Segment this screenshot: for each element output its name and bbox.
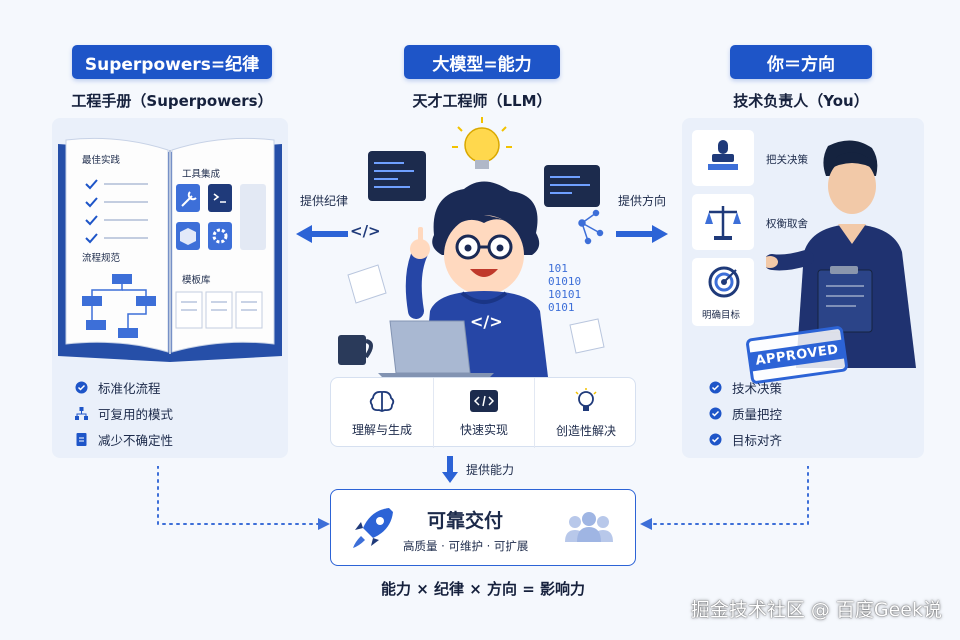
right-bullet-text: 技术决策 [732, 380, 783, 396]
capability-box: 理解与生成 快速实现 创造性解决 [330, 377, 637, 448]
capability-item: 创造性解决 [535, 378, 637, 448]
hoodie-code-tag: </> [470, 312, 503, 331]
right-item-decide: 把关决策 [766, 154, 808, 166]
left-subtitle: 工程手册（Superpowers） [71, 92, 273, 110]
right-bullet-item: 目标对齐 [708, 426, 782, 452]
engineer-illustration [338, 117, 605, 377]
check-circle-icon [708, 432, 722, 446]
lightbulb-icon [575, 387, 597, 411]
check-circle-icon [708, 406, 722, 420]
code-icon [470, 389, 498, 412]
right-bullet-text: 质量把控 [732, 406, 783, 422]
book-label-templates: 模板库 [182, 275, 211, 286]
left-title-pill: Superpowers=纪律 [72, 45, 272, 79]
arrow-left-icon [296, 225, 348, 243]
left-bullet-item: 减少不确定性 [74, 426, 173, 452]
dotted-connector-right [640, 466, 809, 530]
arrow-right-icon [616, 225, 668, 243]
brain-icon [369, 390, 395, 412]
provide-ability-label: 提供能力 [466, 463, 515, 477]
binary-line: 01010 [548, 275, 582, 288]
right-bullet-item: 技术决策 [708, 374, 782, 400]
target-icon [708, 266, 740, 298]
check-circle-icon [708, 380, 722, 394]
reliable-delivery-box: 可靠交付 高质量 · 可维护 · 可扩展 [330, 489, 636, 566]
approved-text: APPROVED [748, 338, 846, 372]
impact-formula: 能力 × 纪律 × 方向 = 影响力 [380, 580, 586, 598]
book-label-process: 流程规范 [82, 253, 121, 264]
book-label-best-practice: 最佳实践 [82, 155, 121, 166]
handbook-illustration [58, 137, 282, 362]
right-subtitle: 技术负责人（You） [733, 92, 869, 110]
right-bullet-item: 质量把控 [708, 400, 782, 426]
watermark: 掘金技术社区 @ 百度Geek说 [690, 599, 942, 621]
center-subtitle: 天才工程师（LLM） [412, 92, 552, 110]
hierarchy-icon [74, 406, 88, 420]
right-title-pill: 你＝方向 [730, 45, 872, 79]
rocket-icon [353, 508, 393, 548]
arrow-down-icon [442, 456, 458, 483]
check-circle-icon [74, 380, 88, 394]
dotted-connector-left [157, 466, 330, 530]
provide-discipline-label: 提供纪律 [300, 194, 349, 208]
right-bullet-list: 技术决策 质量把控 目标对齐 [708, 374, 782, 452]
provide-direction-label: 提供方向 [618, 194, 667, 208]
left-bullet-text: 标准化流程 [98, 380, 161, 396]
document-icon [74, 432, 88, 446]
team-icon [565, 512, 613, 542]
left-bullet-text: 可复用的模式 [98, 406, 174, 422]
capability-item: 理解与生成 [331, 378, 433, 448]
right-item-tradeoff: 权衡取舍 [766, 218, 808, 230]
binary-text: 101 01010 10101 0101 [548, 262, 581, 314]
scale-icon [705, 206, 741, 240]
right-bullet-text: 目标对齐 [732, 432, 783, 448]
capability-label: 创造性解决 [555, 423, 616, 438]
right-item-goal: 明确目标 [702, 310, 741, 321]
code-tag-left: </> [350, 222, 381, 240]
left-bullet-item: 可复用的模式 [74, 400, 173, 426]
capability-label: 理解与生成 [351, 422, 412, 437]
binary-line: 10101 [548, 288, 582, 301]
delivery-subtitle: 高质量 · 可维护 · 可扩展 [403, 539, 529, 553]
binary-line: 101 [548, 262, 568, 275]
left-bullet-item: 标准化流程 [74, 374, 173, 400]
delivery-title: 可靠交付 [427, 510, 504, 532]
center-title-pill: 大模型=能力 [404, 45, 560, 79]
left-bullet-text: 减少不确定性 [98, 432, 174, 448]
capability-label: 快速实现 [459, 422, 508, 437]
binary-line: 0101 [548, 301, 575, 314]
stamp-icon [708, 140, 738, 170]
left-bullet-list: 标准化流程 可复用的模式 减少不确定性 [74, 374, 173, 452]
capability-item: 快速实现 [433, 378, 535, 448]
book-label-tools: 工具集成 [182, 169, 221, 180]
